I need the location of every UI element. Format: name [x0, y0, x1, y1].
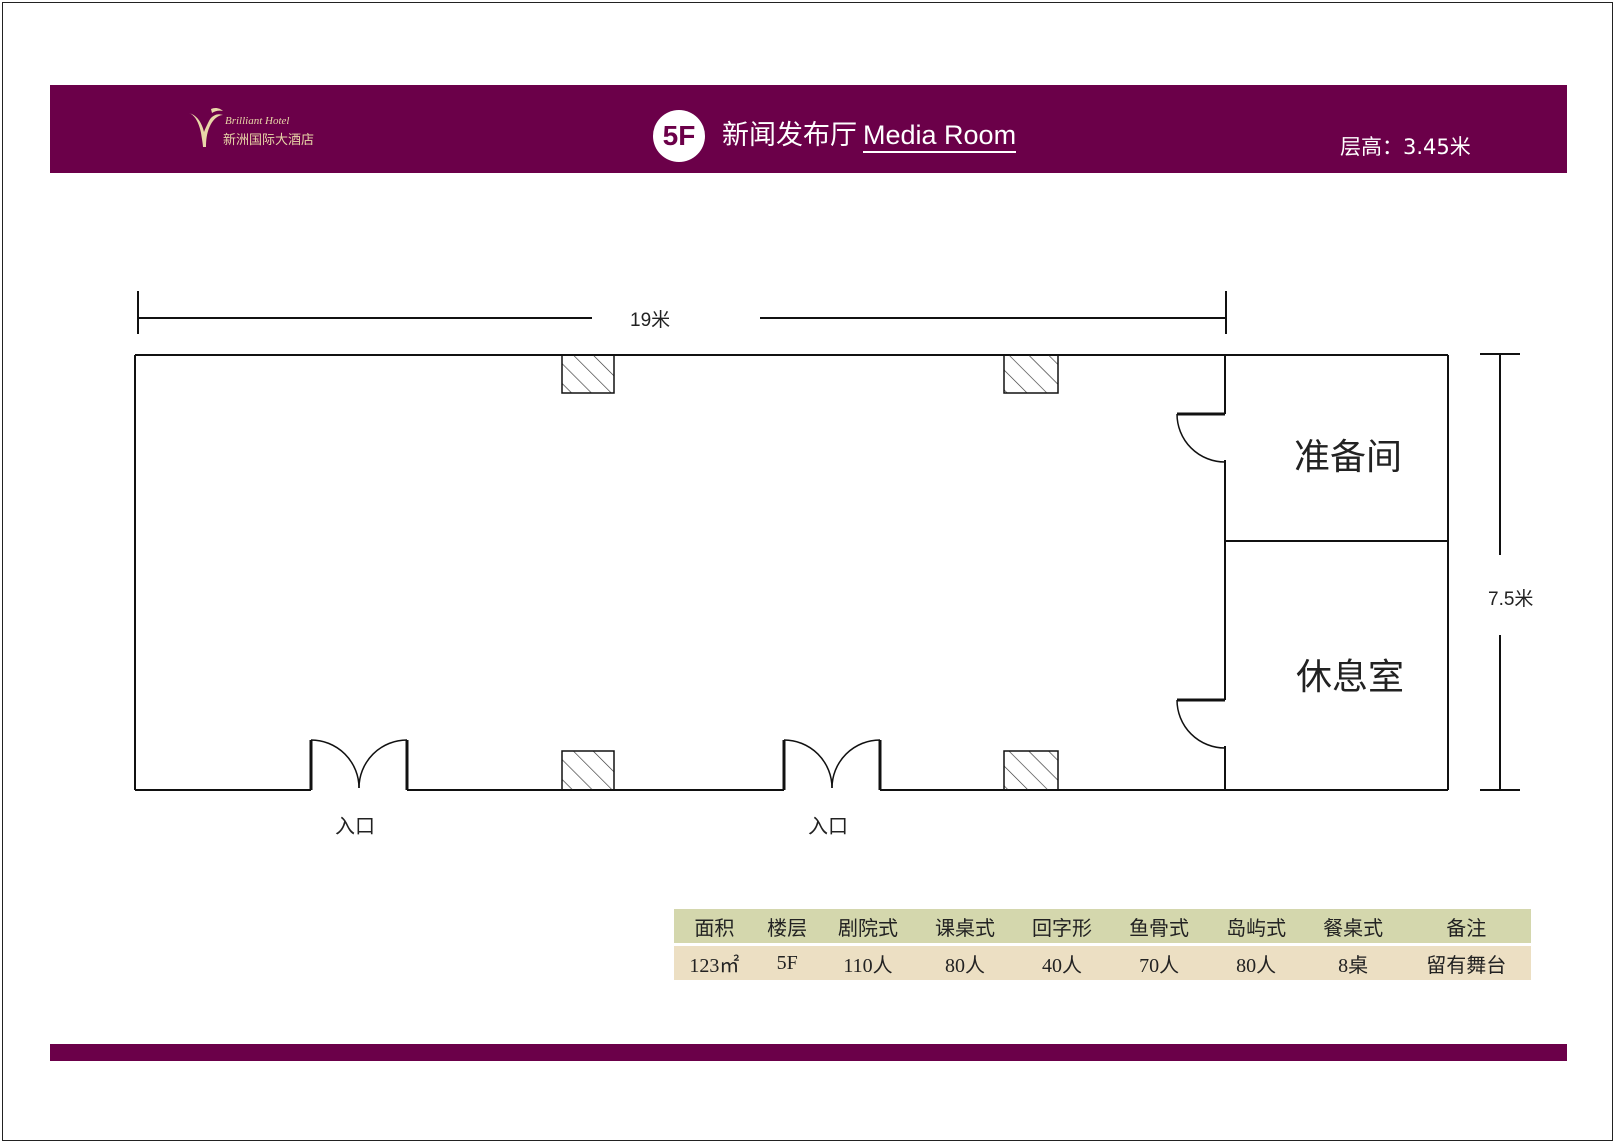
table-header-cell: 鱼骨式: [1110, 909, 1208, 943]
table-cell: 40人: [1013, 946, 1111, 980]
column: [1003, 354, 1059, 394]
table-cell: 8桌: [1304, 946, 1402, 980]
side-room-partition: [1224, 355, 1448, 790]
logo-english-name: Brilliant Hotel: [225, 115, 290, 127]
table-header-cell: 面积: [674, 909, 755, 943]
table-cell: 70人: [1110, 946, 1208, 980]
width-dimension-line: [137, 291, 1227, 334]
table-cell: 123㎡: [674, 946, 755, 980]
depth-label: 7.5米: [1488, 589, 1534, 610]
footer-bar: [50, 1044, 1567, 1061]
swan-logo-icon: [189, 107, 223, 147]
table-cell: 80人: [916, 946, 1014, 980]
ceiling-height: 层高：3.45米: [1340, 135, 1471, 159]
entrance-label-right: 入口: [808, 814, 848, 838]
table-row: 123㎡ 5F 110人 80人 40人 70人 80人 8桌 留有舞台: [674, 946, 1531, 980]
entrance-label-left: 入口: [335, 814, 375, 838]
width-label: 19米: [630, 310, 671, 331]
table-cell: 110人: [819, 946, 917, 980]
main-hall-walls: [134, 354, 1449, 791]
capacity-table: 面积 楼层 剧院式 课桌式 回字形 鱼骨式 岛屿式 餐桌式 备注 123㎡ 5F…: [674, 909, 1531, 980]
table-cell: 80人: [1207, 946, 1305, 980]
table-header-cell: 课桌式: [916, 909, 1014, 943]
column: [561, 354, 615, 394]
prep-room-door: [1176, 412, 1226, 463]
entrance-door-left: [309, 739, 409, 790]
title-english: Media Room: [863, 120, 1017, 153]
logo-chinese-name: 新洲国际大酒店: [223, 133, 315, 148]
table-header-cell: 剧院式: [819, 909, 917, 943]
table-header-row: 面积 楼层 剧院式 课桌式 回字形 鱼骨式 岛屿式 餐桌式 备注: [674, 909, 1531, 943]
table-header-cell: 岛屿式: [1207, 909, 1305, 943]
table-header-cell: 餐桌式: [1304, 909, 1402, 943]
column: [1003, 750, 1059, 791]
lounge-label: 休息室: [1296, 657, 1405, 698]
title-chinese: 新闻发布厅: [722, 120, 857, 151]
depth-dimension-line: [1480, 353, 1520, 791]
table-header-cell: 回字形: [1013, 909, 1111, 943]
table-cell: 留有舞台: [1401, 946, 1531, 980]
table-header-cell: 备注: [1401, 909, 1531, 943]
lounge-door: [1176, 698, 1226, 749]
table-cell: 5F: [754, 946, 820, 980]
table-header-cell: 楼层: [754, 909, 820, 943]
hotel-logo: Brilliant Hotel 新洲国际大酒店: [185, 105, 345, 160]
prep-room-label: 准备间: [1294, 437, 1403, 478]
entrance-door-right: [782, 739, 882, 790]
column: [561, 750, 615, 791]
floor-badge: 5F: [653, 110, 705, 162]
